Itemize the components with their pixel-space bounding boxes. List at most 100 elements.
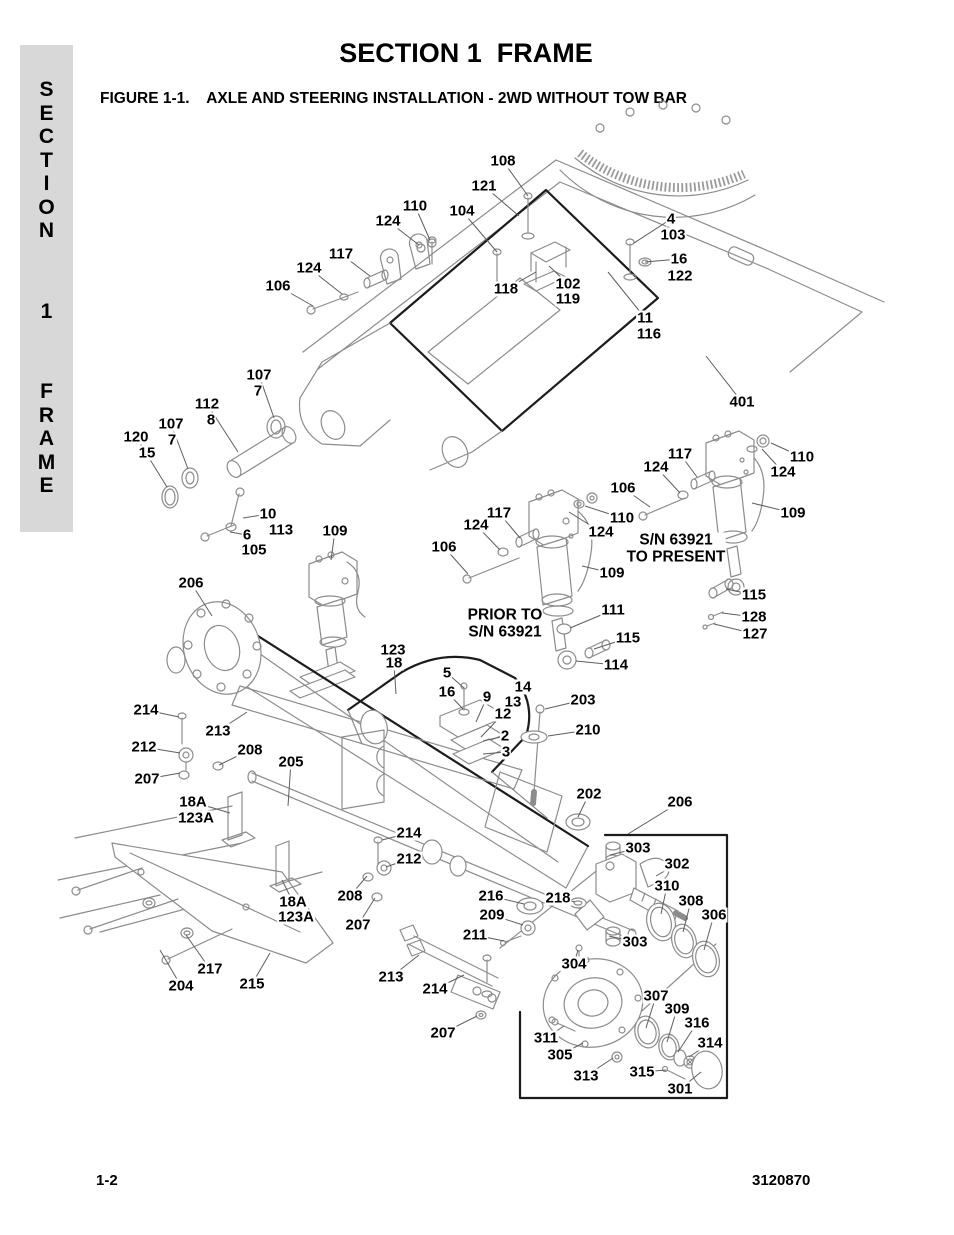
part-callout-7: 7	[166, 431, 178, 449]
part-callout-109: 109	[321, 522, 349, 540]
part-callout-10: 10	[258, 505, 278, 523]
page-title: SECTION 1 FRAME	[339, 38, 593, 68]
part-callout-306: 306	[700, 906, 728, 924]
part-callout-124: 124	[462, 516, 490, 534]
part-callout-310: 310	[653, 877, 681, 895]
part-callout-4: 4	[665, 210, 677, 228]
part-callout-2: 2	[499, 727, 511, 745]
section-tab-letter: T	[40, 148, 53, 172]
part-callout-107: 107	[245, 366, 273, 384]
section-tab-letter: O	[38, 195, 55, 219]
part-callout-123A: 123A	[277, 908, 315, 926]
part-callout-315: 315	[628, 1063, 656, 1081]
part-callout-214: 214	[132, 701, 160, 719]
part-callout-211: 211	[461, 926, 489, 944]
part-callout-309: 309	[663, 1000, 691, 1018]
part-callout-115: 115	[614, 629, 642, 647]
part-callout-118: 118	[492, 280, 520, 298]
part-callout-311: 311	[532, 1029, 560, 1047]
part-callout-128: 128	[740, 608, 768, 626]
part-callout-307: 307	[642, 987, 670, 1005]
part-callout-301: 301	[666, 1080, 694, 1098]
part-callout-110: 110	[608, 509, 636, 527]
part-callout-127: 127	[741, 625, 769, 643]
part-callout-7: 7	[252, 382, 264, 400]
part-callout-124: 124	[374, 212, 402, 230]
part-callout-102: 102	[554, 275, 582, 293]
section-tab-letter: M	[37, 450, 56, 474]
part-callout-204: 204	[167, 977, 195, 995]
document-number: 3120870	[752, 1172, 811, 1189]
part-callout-18A: 18A	[178, 793, 208, 811]
part-callout-304: 304	[560, 955, 588, 973]
part-callout-212: 212	[395, 850, 423, 868]
part-callout-104: 104	[448, 202, 476, 220]
part-callout-13: 13	[503, 693, 523, 711]
part-callout-105: 105	[240, 541, 268, 559]
part-callout-16: 16	[669, 250, 689, 268]
part-callout-303: 303	[624, 839, 652, 857]
part-callout-213: 213	[377, 968, 405, 986]
part-callout-123A: 123A	[177, 809, 215, 827]
section-tab-letter: N	[38, 219, 55, 242]
part-callout-205: 205	[277, 753, 305, 771]
part-callout-308: 308	[677, 892, 705, 910]
part-callout-15: 15	[137, 444, 157, 462]
part-callout-117: 117	[485, 504, 513, 522]
part-callout-106: 106	[609, 479, 637, 497]
part-callout-206: 206	[666, 793, 694, 811]
part-callout-115: 115	[740, 586, 768, 604]
part-callout-120: 120	[122, 428, 150, 446]
part-callout-18: 18	[384, 654, 404, 672]
part-callout-117: 117	[666, 445, 694, 463]
part-callout-203: 203	[569, 691, 597, 709]
figure-caption: FIGURE 1-1. AXLE AND STEERING INSTALLATI…	[100, 90, 687, 107]
part-callout-106: 106	[264, 277, 292, 295]
section-tab-letter: 1	[40, 299, 53, 323]
part-callout-116: 116	[635, 325, 663, 343]
part-callout-8: 8	[205, 411, 217, 429]
section-tab-letter: C	[38, 125, 55, 148]
part-callout-14: 14	[513, 678, 533, 696]
section-tab-letter: F	[40, 380, 53, 403]
part-callout-119: 119	[554, 290, 582, 308]
part-callout-202: 202	[575, 785, 603, 803]
part-callout-16: 16	[437, 683, 457, 701]
diagram-annotation: S/N 63921 TO PRESENT	[626, 531, 726, 566]
part-callout-303: 303	[621, 933, 649, 951]
part-callout-401: 401	[728, 393, 756, 411]
part-callout-6: 6	[241, 526, 253, 544]
section-tab-letter: E	[39, 101, 54, 125]
part-callout-124: 124	[642, 458, 670, 476]
part-callout-215: 215	[238, 975, 266, 993]
part-callout-110: 110	[788, 448, 816, 466]
page-number: 1-2	[96, 1172, 118, 1189]
part-callout-207: 207	[429, 1024, 457, 1042]
part-callout-217: 217	[196, 960, 224, 978]
part-callout-18A: 18A	[278, 893, 308, 911]
part-callout-209: 209	[478, 906, 506, 924]
part-callout-314: 314	[696, 1034, 724, 1052]
part-callout-113: 113	[267, 521, 295, 539]
part-callout-305: 305	[546, 1046, 574, 1064]
part-callout-109: 109	[598, 564, 626, 582]
part-callout-108: 108	[489, 152, 517, 170]
part-callout-124: 124	[587, 523, 615, 541]
part-callout-117: 117	[327, 245, 355, 263]
part-callout-212: 212	[130, 738, 158, 756]
part-callout-110: 110	[401, 197, 429, 215]
section-tab-letter: I	[43, 172, 50, 195]
part-callout-207: 207	[344, 916, 372, 934]
section-tab-letter: E	[39, 474, 54, 497]
part-callout-3: 3	[500, 743, 512, 761]
part-callout-12: 12	[493, 705, 513, 723]
diagram-annotation: PRIOR TO S/N 63921	[467, 606, 543, 641]
part-callout-124: 124	[295, 259, 323, 277]
part-callout-106: 106	[430, 538, 458, 556]
part-callout-11: 11	[636, 309, 654, 327]
part-callout-302: 302	[663, 855, 691, 873]
part-callout-109: 109	[779, 504, 807, 522]
